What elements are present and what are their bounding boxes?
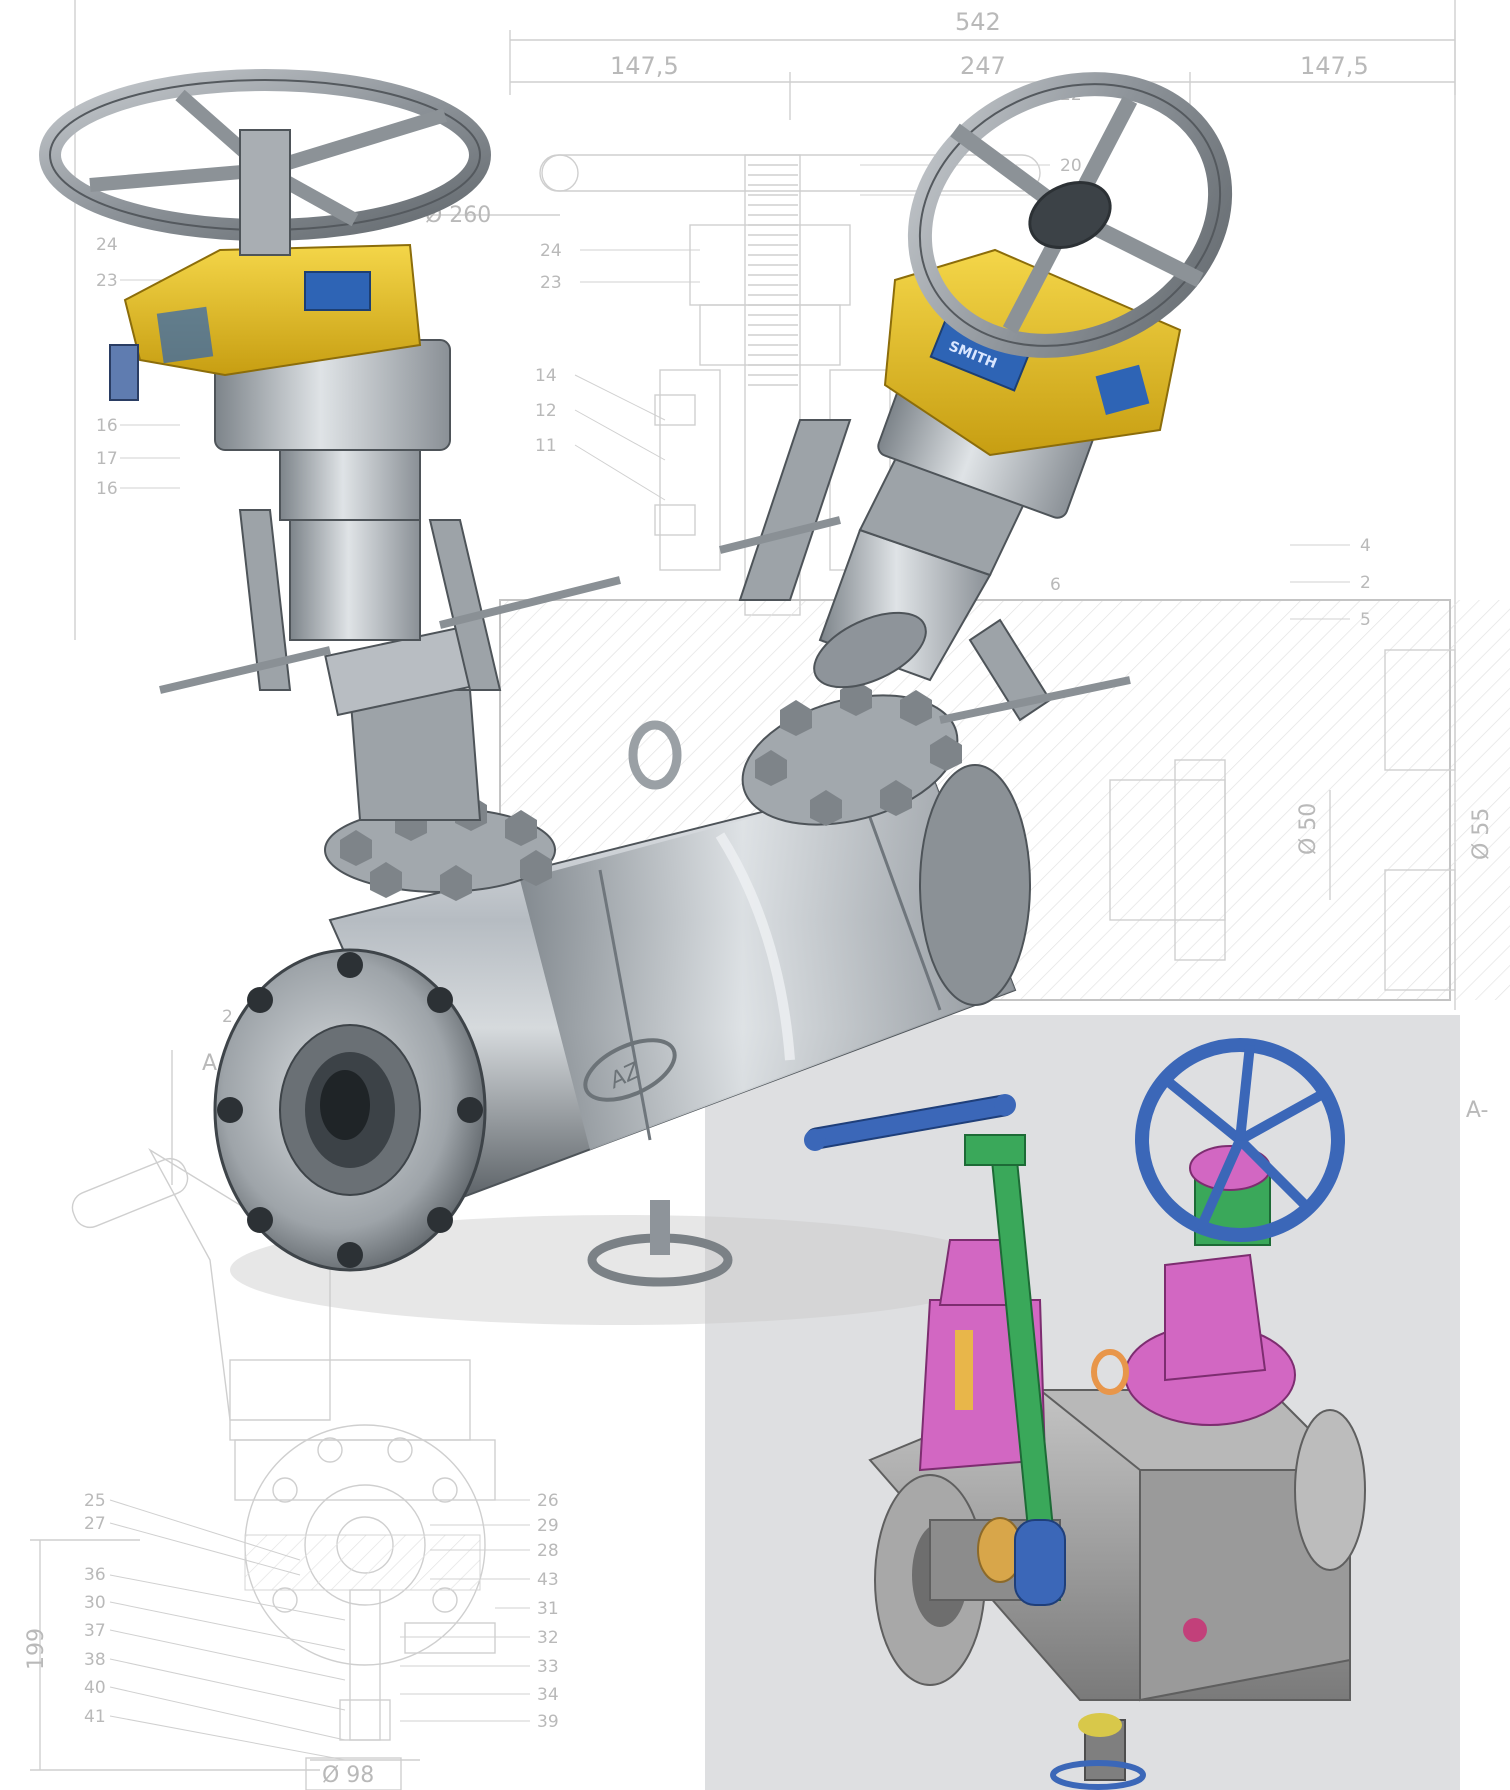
- svg-text:24: 24: [540, 241, 562, 261]
- svg-text:2: 2: [222, 1007, 233, 1027]
- cad-left-handwheel-icon: [804, 1094, 1016, 1151]
- svg-text:14: 14: [535, 366, 557, 386]
- svg-text:37: 37: [84, 1621, 106, 1641]
- svg-text:12: 12: [535, 401, 557, 421]
- svg-text:5: 5: [1360, 610, 1371, 630]
- right-handwheel-icon: [907, 72, 1233, 358]
- overall-dimension: 542: [509, 8, 1456, 95]
- drawing-handwheel: Ø 260: [420, 154, 1041, 228]
- svg-text:6: 6: [1050, 575, 1061, 595]
- svg-text:34: 34: [537, 1685, 559, 1705]
- svg-text:36: 36: [84, 1565, 106, 1585]
- dimension-right-edge-dia: Ø 55: [1469, 808, 1494, 860]
- bottom-handwheel-icon: [587, 1200, 733, 1287]
- left-actuator: [109, 243, 451, 451]
- svg-text:16: 16: [96, 479, 118, 499]
- valve-photograph: AZ: [39, 69, 1233, 1325]
- front-flange: [213, 948, 487, 1272]
- svg-text:23: 23: [540, 273, 562, 293]
- svg-text:43: 43: [537, 1570, 559, 1590]
- svg-text:41: 41: [84, 1707, 106, 1727]
- left-handwheel-icon: [39, 69, 491, 256]
- cad-lifting-eye-icon: [1091, 1349, 1129, 1395]
- svg-text:30: 30: [84, 1593, 106, 1613]
- svg-text:38: 38: [84, 1650, 106, 1670]
- svg-text:4: 4: [1360, 536, 1371, 556]
- svg-text:27: 27: [84, 1514, 106, 1534]
- lower-right-callouts: 26 29 28 43 31 32 33 34 39: [400, 1491, 559, 1732]
- lifting-eye-icon: [628, 720, 682, 790]
- dimension-center: 247: [960, 52, 1006, 80]
- svg-text:25: 25: [84, 1491, 106, 1511]
- svg-text:17: 17: [96, 449, 118, 469]
- cad-right-handwheel-icon: [1135, 1038, 1345, 1242]
- dimension-right: 147,5: [1300, 52, 1369, 80]
- cad-cutaway-render: [804, 1038, 1366, 1790]
- svg-text:31: 31: [537, 1599, 559, 1619]
- dimension-overall: 542: [955, 8, 1001, 36]
- cad-bottom-handwheel-icon: [1050, 1760, 1146, 1790]
- drawing-side-view: 199 Ø 98: [24, 1148, 496, 1790]
- svg-text:40: 40: [84, 1678, 106, 1698]
- lower-left-callouts: 25 27 36 30 37 38 40 41: [84, 1491, 346, 1761]
- svg-text:39: 39: [537, 1712, 559, 1732]
- right-stem-assembly: [719, 419, 1131, 724]
- svg-text:20: 20: [1060, 156, 1082, 176]
- left-actuator-display: [304, 271, 371, 311]
- dimension-bottom-dia: Ø 98: [322, 1763, 374, 1788]
- dimension-bore-dia: Ø 50: [1296, 803, 1321, 855]
- svg-text:24: 24: [96, 235, 118, 255]
- dimension-a-label: A: [202, 1051, 217, 1076]
- svg-text:23: 23: [96, 271, 118, 291]
- svg-text:33: 33: [537, 1657, 559, 1677]
- svg-text:26: 26: [537, 1491, 559, 1511]
- upper-callouts: 22 20 18 24 23 14 12 11 6 4 2 5 24 23: [96, 85, 1371, 1185]
- right-bonnet-flange: [741, 680, 962, 826]
- left-bonnet-flange: [324, 795, 556, 901]
- dimension-vertical: 199: [24, 1628, 49, 1670]
- dimension-left: 147,5: [610, 52, 679, 80]
- svg-text:11: 11: [535, 436, 557, 456]
- drawing-stem: [654, 154, 891, 616]
- svg-text:32: 32: [537, 1628, 559, 1648]
- svg-text:16: 16: [96, 416, 118, 436]
- svg-text:29: 29: [537, 1516, 559, 1536]
- svg-text:28: 28: [537, 1541, 559, 1561]
- svg-text:2: 2: [1360, 573, 1371, 593]
- segment-dimensions: 147,5 247 147,5: [510, 52, 1455, 120]
